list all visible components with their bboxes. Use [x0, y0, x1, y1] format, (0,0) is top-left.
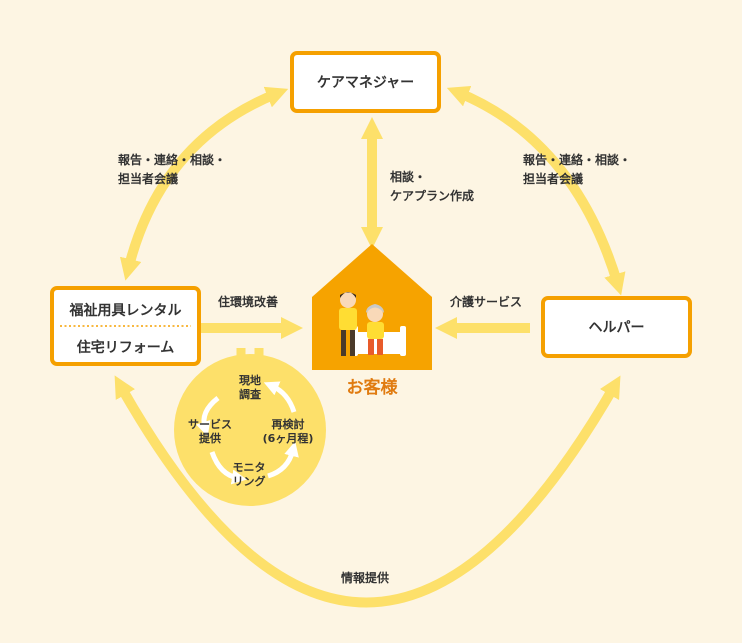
right-report-line2: 担当者会議: [523, 171, 583, 186]
info-label: 情報提供: [341, 570, 389, 585]
left-report-line2: 担当者会議: [118, 171, 178, 186]
cycle-circle: 現地 調査 再検討 (6ヶ月程) モニタ リング サービス 提供: [174, 354, 326, 506]
arrow-bottom-info: [114, 375, 621, 608]
cycle-review-line1: 再検討: [272, 417, 305, 431]
arrow-left-upper: [119, 86, 289, 281]
cycle-monitor-line1: モニタ: [233, 461, 266, 474]
helper-box: ヘルパー: [541, 296, 692, 358]
care-service-label: 介護サービス: [449, 294, 522, 309]
left-report-line1: 報告・連絡・相談・: [118, 152, 226, 167]
rental-label: 福祉用具レンタル: [69, 302, 182, 319]
rental-reform-box: 福祉用具レンタル 住宅リフォーム: [50, 286, 201, 366]
woman-figure: [366, 304, 384, 355]
cycle-survey-line2: 調査: [239, 387, 261, 401]
care-manager-label: ケアマネジャー: [317, 75, 414, 91]
man-figure: [339, 292, 357, 356]
cycle-service-line1: サービス: [188, 417, 232, 431]
helper-label: ヘルパー: [589, 320, 645, 336]
reform-label: 住宅リフォーム: [77, 339, 175, 356]
cycle-monitor-line2: リング: [233, 474, 266, 488]
cycle-review-line2: (6ヶ月程): [263, 431, 314, 445]
consult-line2: ケアプラン作成: [390, 188, 474, 203]
cycle-survey-line1: 現地: [239, 373, 261, 387]
consult-line1: 相談・: [390, 169, 426, 184]
right-report-line1: 報告・連絡・相談・: [523, 152, 631, 167]
arrow-right-upper: [446, 85, 626, 296]
housing-label: 住環境改善: [218, 294, 278, 309]
care-manager-box: ケアマネジャー: [290, 51, 441, 113]
customer-label: お客様: [347, 377, 399, 398]
cycle-service-line2: 提供: [199, 431, 221, 445]
customer-house: お客様: [312, 244, 432, 398]
